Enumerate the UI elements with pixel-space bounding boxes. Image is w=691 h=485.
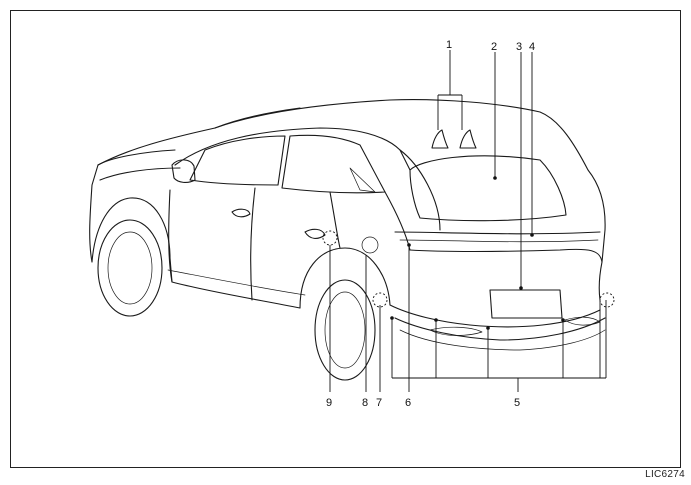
callout-2: 2 bbox=[491, 41, 497, 53]
figure-code: LIC6274 bbox=[645, 469, 685, 480]
vehicle-outline bbox=[89, 99, 606, 381]
callout-5: 5 bbox=[514, 397, 520, 409]
diagram-frame bbox=[10, 10, 681, 468]
callout-6: 6 bbox=[405, 397, 411, 409]
callout-1: 1 bbox=[446, 39, 452, 51]
callout-4: 4 bbox=[529, 41, 535, 53]
callout-8: 8 bbox=[362, 397, 368, 409]
callout-3: 3 bbox=[516, 41, 522, 53]
callout-9: 9 bbox=[326, 397, 332, 409]
leader-lines bbox=[322, 50, 615, 392]
callout-7: 7 bbox=[376, 397, 382, 409]
callout-labels: 1 2 3 4 5 6 7 8 9 bbox=[326, 39, 535, 409]
